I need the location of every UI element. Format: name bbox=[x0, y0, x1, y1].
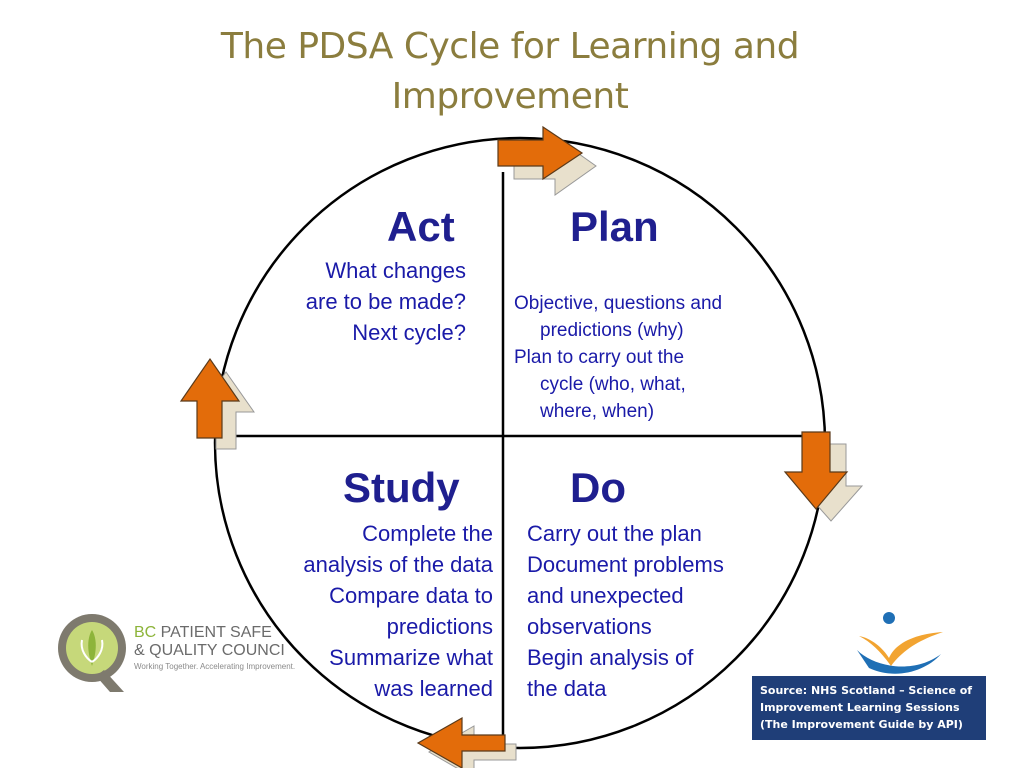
bc-logo-prefix: BC bbox=[134, 624, 157, 641]
study-line: Compare data to bbox=[329, 583, 493, 608]
interior-health-logo-icon bbox=[855, 610, 945, 680]
study-line: Complete the bbox=[362, 521, 493, 546]
study-line: analysis of the data bbox=[303, 552, 493, 577]
plan-line: predictions (why) bbox=[540, 320, 684, 341]
plan-description: Objective, questions and predictions (wh… bbox=[514, 290, 774, 425]
act-line: are to be made? bbox=[305, 289, 466, 314]
bc-q-logo-icon bbox=[58, 614, 126, 692]
do-line: and unexpected bbox=[527, 583, 684, 608]
bc-logo-line-3: Working Together. Accelerating Improveme… bbox=[134, 662, 296, 671]
plan-line: Plan to carry out the bbox=[514, 347, 685, 368]
study-line: predictions bbox=[386, 614, 493, 639]
arrow-left-icon bbox=[416, 716, 517, 768]
act-line: Next cycle? bbox=[352, 320, 466, 345]
study-description: Complete the analysis of the data Compar… bbox=[262, 518, 493, 704]
act-description: What changes are to be made? Next cycle? bbox=[262, 255, 466, 348]
do-heading: Do bbox=[570, 464, 626, 511]
bc-logo-rest: PATIENT SAFE bbox=[156, 624, 272, 641]
source-line: Improvement Learning Sessions bbox=[760, 701, 960, 714]
plan-line: Objective, questions and bbox=[514, 293, 723, 314]
do-line: Begin analysis of bbox=[527, 645, 694, 670]
page-title: The PDSA Cycle for Learning and Improvem… bbox=[150, 22, 870, 122]
bc-logo-line-2: & QUALITY COUNCI bbox=[134, 642, 285, 659]
arrow-right-icon bbox=[497, 125, 597, 196]
do-line: observations bbox=[527, 614, 652, 639]
do-line: Carry out the plan bbox=[527, 521, 702, 546]
plan-heading: Plan bbox=[570, 203, 659, 250]
source-line: Source: NHS Scotland – Science of bbox=[760, 684, 973, 697]
bc-logo-line-1: BC PATIENT SAFE bbox=[134, 624, 272, 642]
bc-patient-safety-logo: BC PATIENT SAFE & QUALITY COUNCI Working… bbox=[52, 610, 312, 692]
plan-line: cycle (who, what, bbox=[540, 374, 686, 395]
study-heading: Study bbox=[343, 464, 460, 511]
arrow-up-icon bbox=[179, 357, 255, 450]
plan-line: where, when) bbox=[540, 401, 655, 422]
do-description: Carry out the plan Document problems and… bbox=[527, 518, 767, 704]
title-line-2: Improvement bbox=[391, 76, 629, 117]
title-line-1: The PDSA Cycle for Learning and bbox=[220, 26, 800, 67]
act-line: What changes bbox=[325, 258, 466, 283]
study-line: Summarize what bbox=[329, 645, 493, 670]
do-line: the data bbox=[527, 676, 607, 701]
source-line: (The Improvement Guide by API) bbox=[760, 718, 963, 731]
source-citation: Source: NHS Scotland – Science of Improv… bbox=[752, 676, 986, 740]
arrow-down-icon bbox=[783, 431, 864, 522]
do-line: Document problems bbox=[527, 552, 724, 577]
study-line: was learned bbox=[374, 676, 493, 701]
act-heading: Act bbox=[387, 203, 455, 250]
